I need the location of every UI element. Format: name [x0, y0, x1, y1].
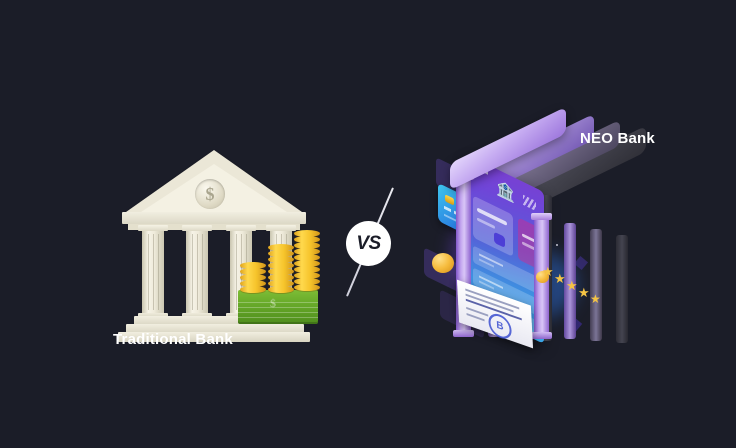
gold-sphere-large — [432, 253, 454, 273]
bank-step-2 — [126, 324, 304, 334]
bank-column-2 — [182, 225, 212, 319]
dollar-symbol: $ — [205, 183, 215, 204]
bank-architrave — [122, 212, 306, 224]
background-speck-3 — [556, 244, 558, 246]
neo-bank-label: NEO Bank — [580, 130, 655, 147]
gold-sphere-small — [536, 271, 549, 283]
bank-step-3 — [118, 332, 310, 342]
vs-divider: VS — [330, 185, 410, 300]
cash-dollar-symbol: $ — [270, 296, 276, 310]
bank-architrave-lower — [128, 224, 300, 230]
neo-bank-illustration: 🏦 B — [430, 106, 660, 350]
bank-icon: 🏦 — [496, 178, 515, 205]
bank-column-1 — [138, 225, 168, 319]
traditional-bank-illustration: $ $ — [118, 150, 320, 342]
traditional-bank-label: Traditional Bank — [113, 331, 233, 348]
vs-label: VS — [356, 232, 381, 254]
cash-bundle: $ — [238, 290, 318, 324]
vs-badge: VS — [346, 221, 391, 266]
bank-step-1 — [134, 316, 298, 326]
dollar-medallion-icon: $ — [195, 179, 225, 209]
app-menu-icon — [523, 194, 536, 212]
card-chip-icon — [445, 194, 454, 206]
